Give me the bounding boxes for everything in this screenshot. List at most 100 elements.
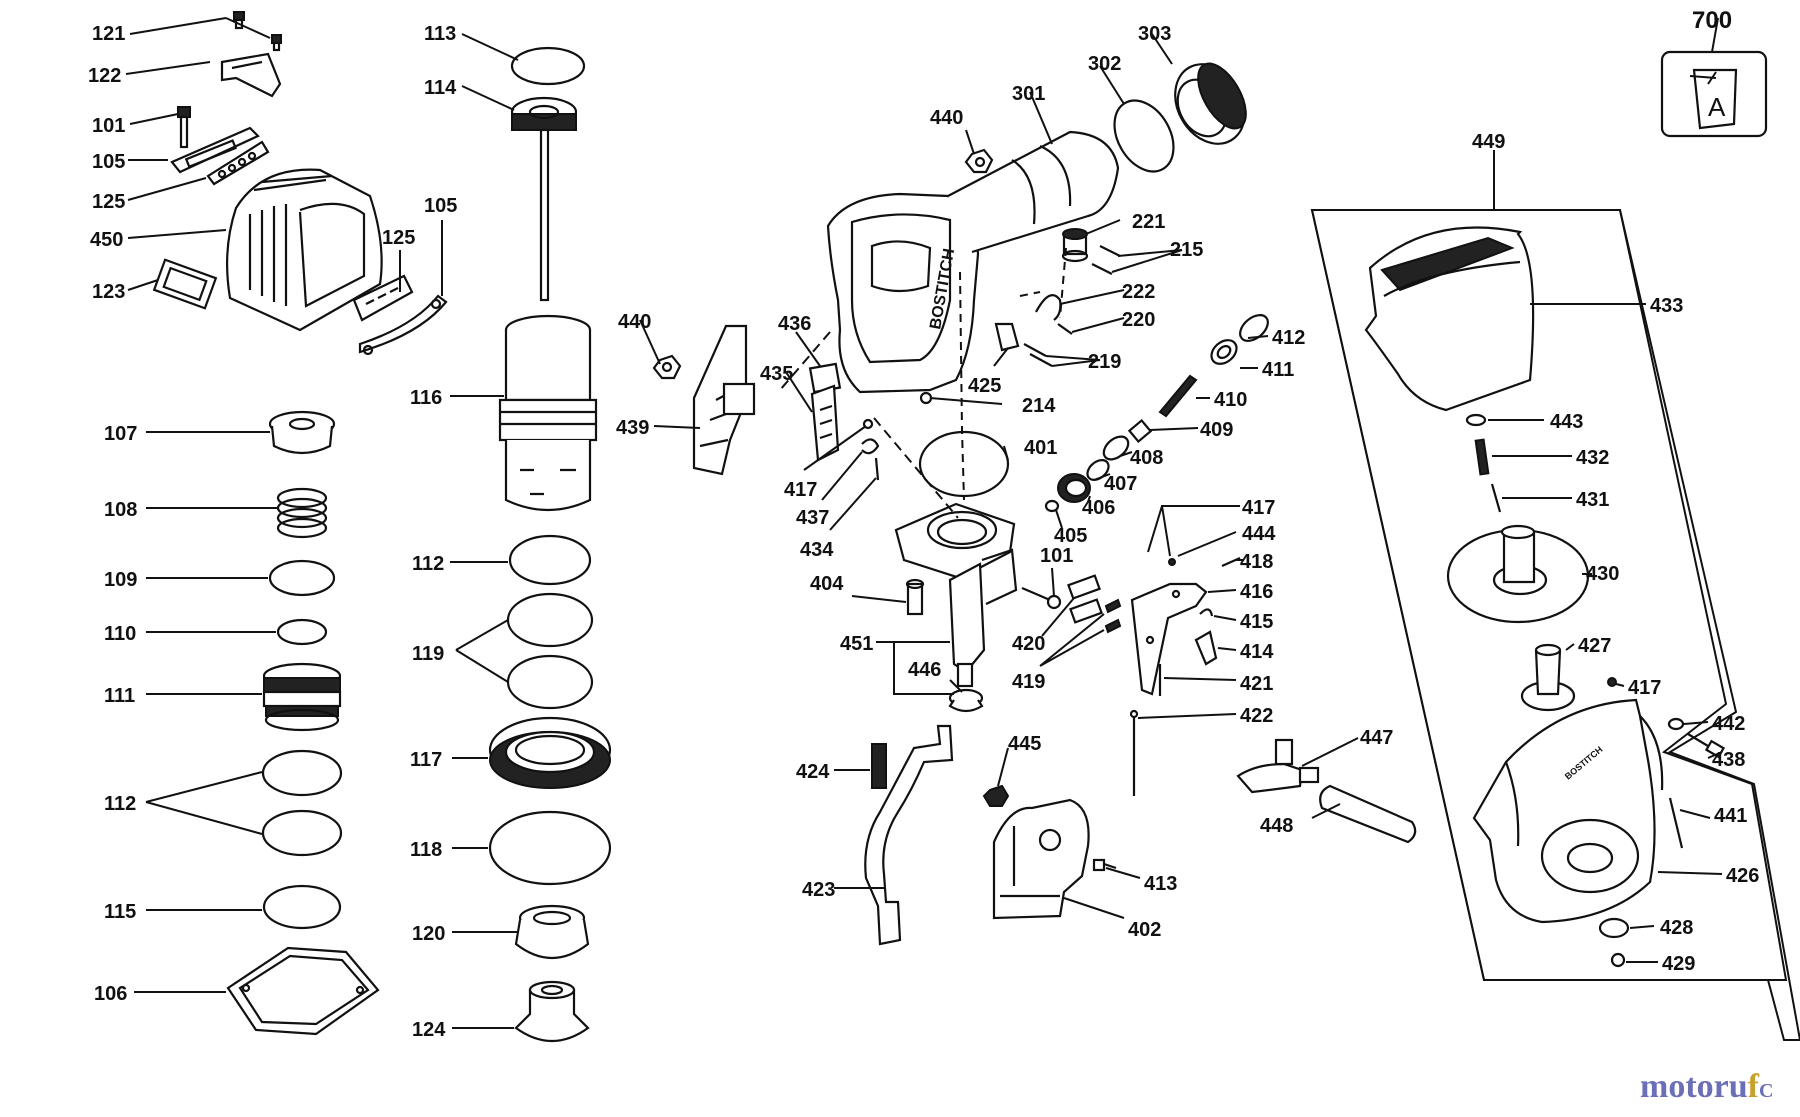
callout-label-402: 402	[1128, 919, 1161, 941]
part-222-spring-clip	[1035, 294, 1062, 321]
callout-label-220: 220	[1122, 309, 1155, 331]
callout-label-418: 418	[1240, 551, 1273, 573]
callout-label-435: 435	[760, 363, 793, 385]
callout-label-413: 413	[1144, 873, 1177, 895]
part-402-nose-guard	[992, 798, 1090, 920]
part-302-o-ring	[1113, 99, 1175, 173]
part-409-plunger	[1127, 418, 1153, 444]
part-112-o-ring-a	[261, 749, 343, 797]
part-422-rod	[1129, 709, 1139, 796]
part-417-washer-a	[862, 418, 874, 430]
callout-label-412: 412	[1272, 327, 1305, 349]
part-436-latch	[808, 362, 842, 394]
part-435-latch-body	[810, 384, 840, 462]
part-115-seal	[262, 884, 342, 930]
callout-label-438: 438	[1712, 749, 1745, 771]
callout-label-214: 214	[1022, 395, 1056, 417]
callout-label-417: 417	[1242, 497, 1275, 519]
part-118-o-ring	[488, 810, 612, 886]
callout-label-440: 440	[930, 107, 963, 129]
callout-label-444: 444	[1242, 523, 1276, 545]
callout-label-423: 423	[802, 879, 835, 901]
part-109-o-ring	[268, 559, 336, 597]
part-117-bumper	[488, 716, 612, 789]
callout-label-436: 436	[778, 313, 811, 335]
part-101-bolt-top	[177, 106, 191, 149]
callout-label-415: 415	[1240, 611, 1273, 633]
callout-label-110: 110	[104, 623, 136, 645]
callout-label-123: 123	[92, 281, 125, 303]
magazine-inset-frame-clean	[1310, 209, 1788, 981]
part-123-gasket	[152, 258, 218, 310]
callout-label-448: 448	[1260, 815, 1293, 837]
part-427-post	[1520, 643, 1576, 712]
callout-label-414: 414	[1240, 641, 1274, 663]
callout-label-426: 426	[1726, 865, 1759, 887]
part-107-valve-cap	[268, 410, 336, 455]
callout-label-219: 219	[1088, 351, 1121, 373]
part-112-o-ring-b	[261, 809, 343, 857]
part-105-bracket-side	[358, 294, 448, 356]
callout-label-411: 411	[1262, 359, 1294, 381]
part-114-piston	[510, 96, 578, 302]
page-number-label: 700	[1692, 7, 1732, 34]
callout-label-409: 409	[1200, 419, 1233, 441]
callout-label-446: 446	[908, 659, 941, 681]
callout-label-222: 222	[1122, 281, 1155, 303]
callout-label-420: 420	[1012, 633, 1045, 655]
part-416-trigger	[1130, 582, 1208, 696]
callout-label-428: 428	[1660, 917, 1693, 939]
callout-label-439: 439	[616, 417, 649, 439]
part-441-pin	[1668, 797, 1684, 849]
callout-label-105: 105	[92, 151, 125, 173]
callout-label-404: 404	[810, 573, 844, 595]
callout-label-301: 301	[1012, 83, 1045, 105]
part-406-valve-body	[1057, 473, 1091, 503]
part-430-spindle-plate	[1446, 524, 1590, 624]
part-447-adjuster	[1236, 738, 1320, 794]
part-124-seat	[514, 980, 590, 1043]
part-448-handle-grip	[1319, 784, 1417, 844]
callout-label-215: 215	[1170, 239, 1203, 261]
callout-label-443: 443	[1550, 411, 1583, 433]
part-111-piston-head	[262, 662, 342, 732]
callout-label-125: 125	[382, 227, 415, 249]
callout-label-417: 417	[784, 479, 817, 501]
callout-label-401: 401	[1024, 437, 1057, 459]
part-125-pad-top	[206, 140, 270, 186]
callout-label-120: 120	[412, 923, 445, 945]
callout-label-447: 447	[1360, 727, 1393, 749]
part-122-cap-plate	[220, 52, 282, 98]
callout-label-302: 302	[1088, 53, 1121, 75]
part-214-washer	[919, 391, 933, 405]
callout-label-419: 419	[1012, 671, 1045, 693]
part-125-pad-side	[352, 274, 414, 322]
part-444-ball	[1168, 558, 1176, 566]
callout-label-437: 437	[796, 507, 829, 529]
callout-label-105: 105	[424, 195, 457, 217]
part-450-cylinder-cap	[226, 168, 383, 332]
leader-lines	[125, 17, 1723, 1029]
part-119-o-ring-a	[506, 592, 594, 648]
callout-label-112: 112	[104, 793, 136, 815]
callout-label-108: 108	[104, 499, 137, 521]
callout-label-445: 445	[1008, 733, 1041, 755]
part-434-pin	[874, 457, 880, 481]
callout-label-407: 407	[1104, 473, 1137, 495]
part-303-end-cap	[1174, 62, 1247, 145]
part-221-fitting	[1061, 228, 1089, 263]
callout-label-119: 119	[412, 643, 444, 665]
callout-label-417: 417	[1628, 677, 1661, 699]
part-301-housing: BOSTITCH	[826, 130, 1120, 394]
part-415-spring	[1199, 608, 1214, 617]
part-442-washer	[1667, 717, 1685, 731]
part-417-washer-c	[1607, 677, 1617, 687]
callout-label-115: 115	[104, 901, 136, 923]
callout-label-441: 441	[1714, 805, 1747, 827]
callout-label-221: 221	[1132, 211, 1165, 233]
part-429-screw	[1610, 952, 1626, 968]
callout-label-432: 432	[1576, 447, 1609, 469]
part-410-spring	[1158, 374, 1198, 418]
part-420-clips	[1067, 574, 1103, 624]
callout-label-451: 451	[840, 633, 873, 655]
